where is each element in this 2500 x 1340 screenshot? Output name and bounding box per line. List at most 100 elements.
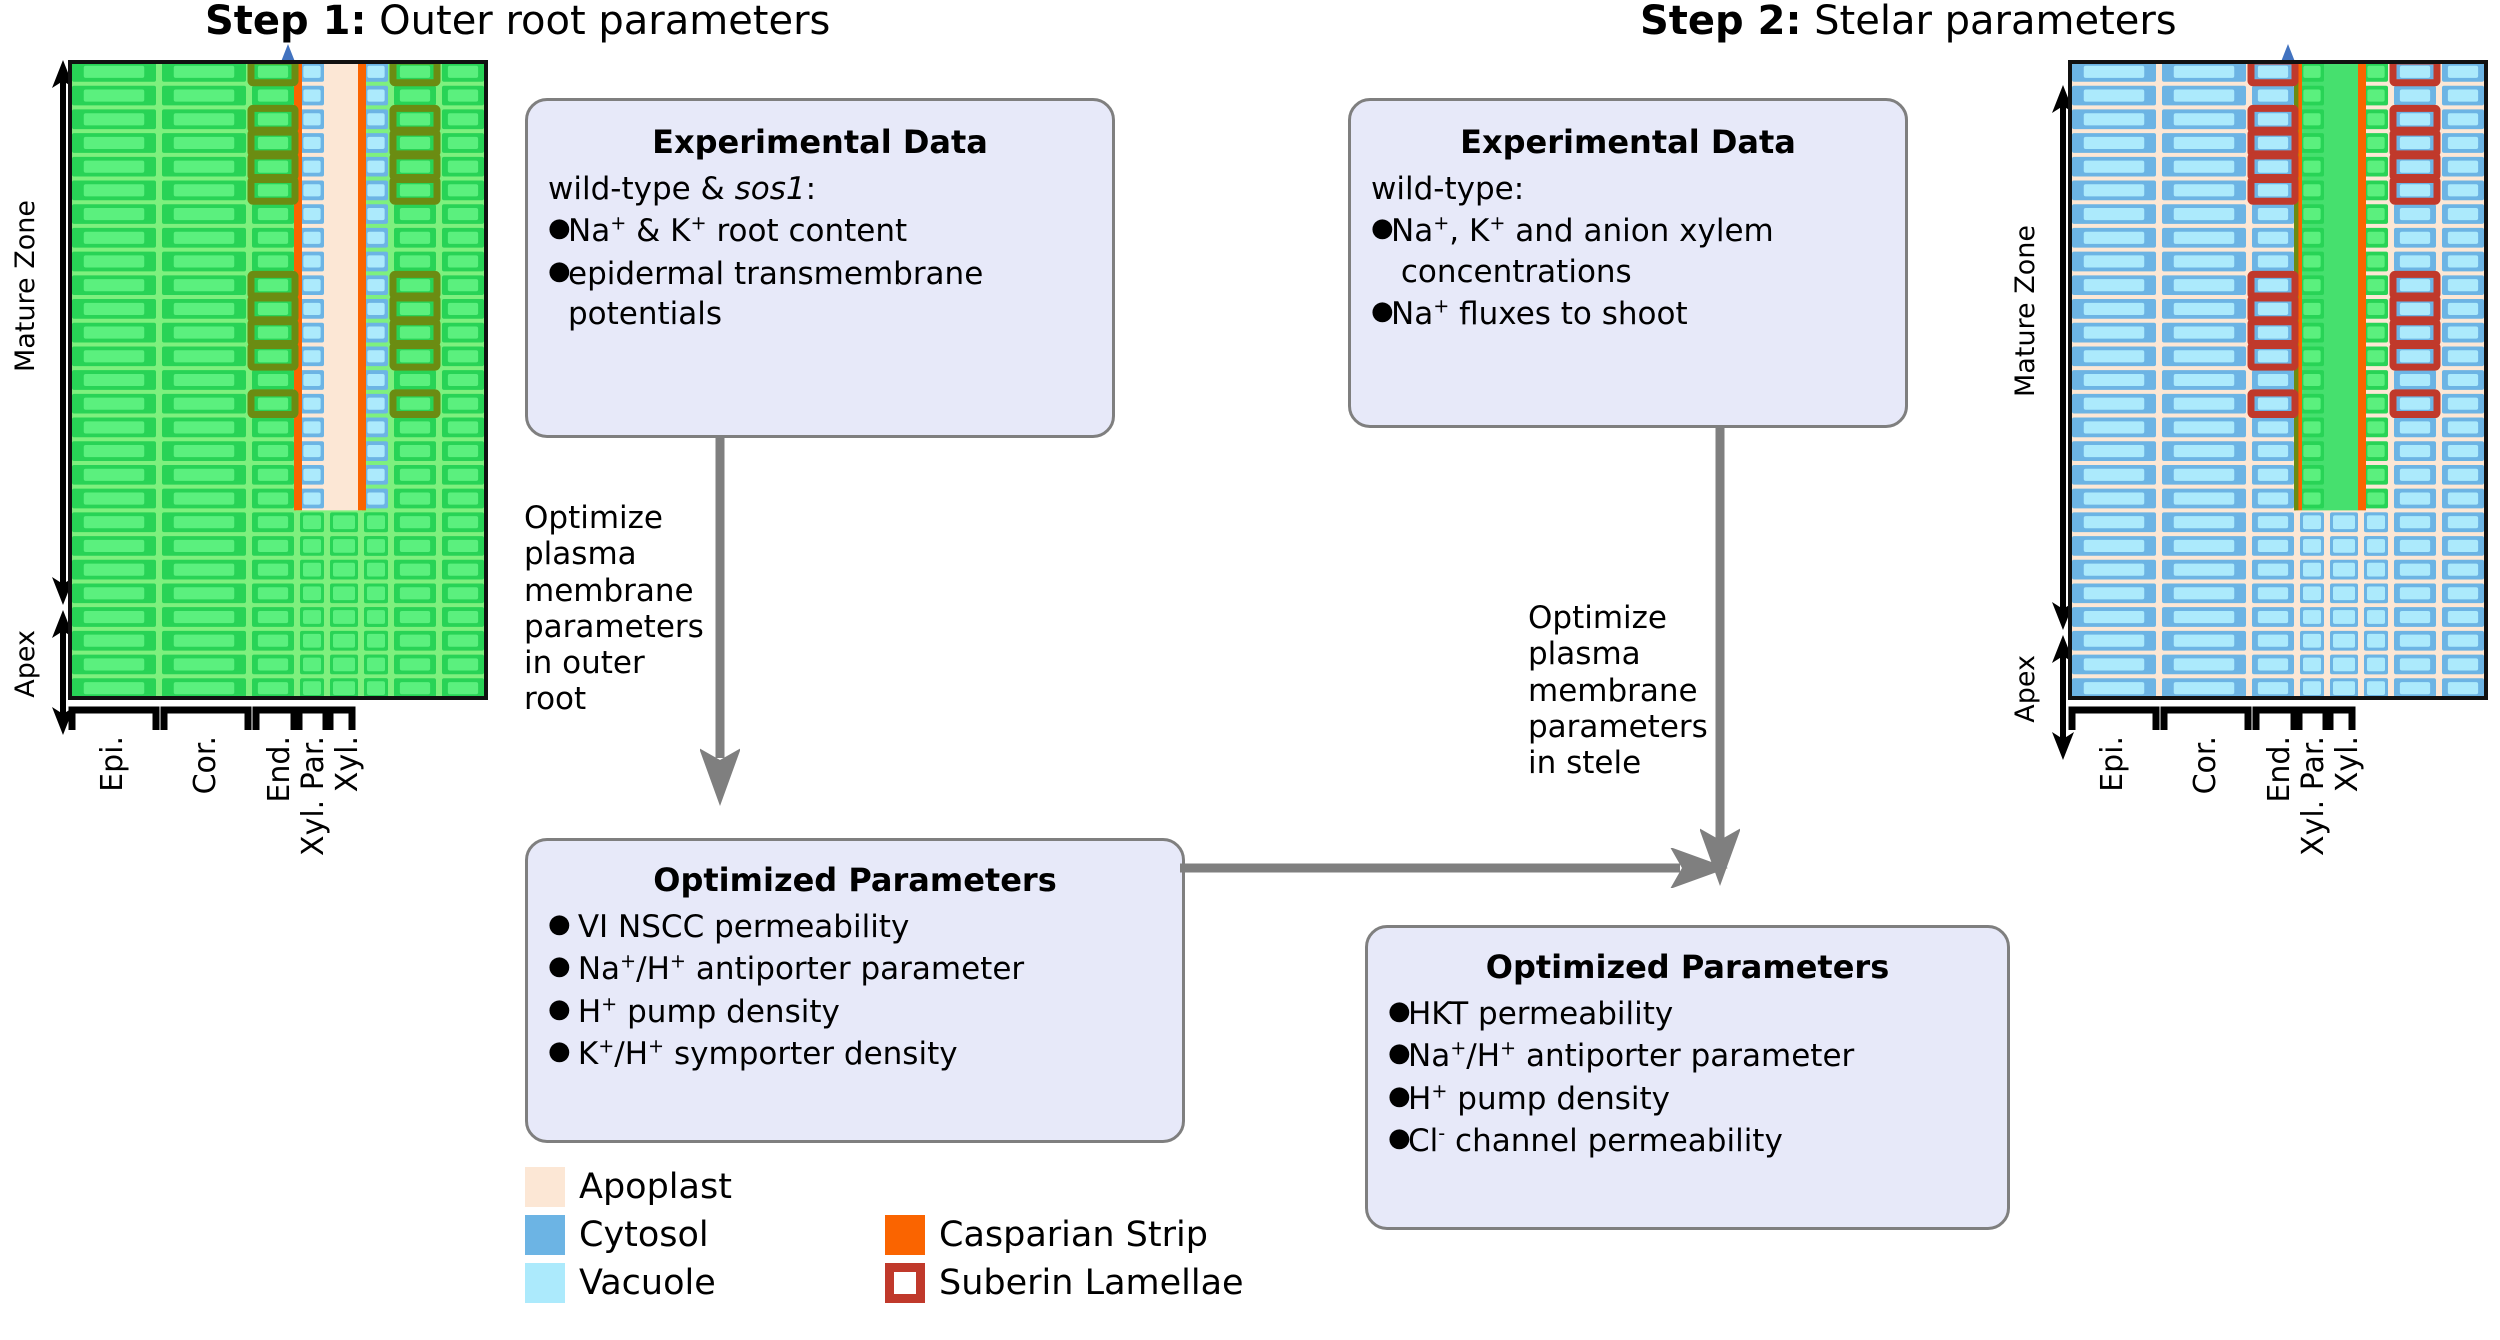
list-item: ● Na+/H+ antiporter parameter	[548, 949, 1162, 989]
legend-label: Vacuole	[579, 1262, 716, 1303]
legend-item-suberin-lamellae: Suberin Lamellae	[885, 1259, 1244, 1307]
list-item: ●HKT permeability	[1388, 994, 1987, 1034]
legend-column-left: Apoplast Cytosol Vacuole	[525, 1163, 732, 1307]
step1-experimental-title: Experimental Data	[652, 123, 988, 161]
step2-title-number: Step 2:	[1640, 0, 1802, 44]
bullet-text: Na+ & K+ root content	[568, 211, 908, 250]
step2-optimized-parameters-panel: Optimized Parameters ●HKT permeability ●…	[1365, 925, 2010, 1230]
step1-to-step2-connector-arrow	[1180, 848, 1728, 888]
right-label-cor: Cor.	[2188, 736, 2223, 795]
bullet-dot: ●	[1388, 996, 1411, 1026]
bullet-dot: ●	[1371, 213, 1394, 244]
right-label-xylpar: Xyl. Par.	[2296, 736, 2331, 856]
legend-label: Suberin Lamellae	[939, 1262, 1244, 1303]
legend-item-apoplast: Apoplast	[525, 1163, 732, 1211]
bullet-dot: ●	[548, 1035, 571, 1066]
left-root-diagram: Mature Zone Apex Epi. Cor. End. Xyl. Par…	[0, 44, 500, 1340]
step2-down-arrow	[1700, 428, 1740, 886]
step2-optimized-bullets: ●HKT permeability ●Na+/H+ antiporter par…	[1388, 994, 1987, 1161]
list-item: ●Na+/H+ antiporter parameter	[1388, 1036, 1987, 1076]
bullet-dot: ●	[1388, 1122, 1411, 1153]
bullet-dot: ●	[1371, 295, 1394, 326]
right-root-cells	[2068, 60, 2488, 700]
left-label-epi: Epi.	[95, 736, 130, 792]
step2-flow-label: Optimize plasma membrane parameters in s…	[1528, 600, 1708, 782]
step2-experimental-bullets: ●Na+, K+ and anion xylem concentrations …	[1371, 211, 1885, 334]
step1-experimental-data-panel: Experimental Data wild-type & sos1: ●Na+…	[525, 98, 1115, 438]
left-label-end: End.	[262, 736, 297, 803]
left-apex-label: Apex	[10, 630, 41, 698]
right-tissue-brackets	[2068, 706, 2356, 730]
step1-title: Step 1: Outer root parameters	[205, 0, 830, 44]
bullet-dot: ●	[548, 951, 571, 982]
lead-tail: :	[805, 171, 817, 207]
apoplast-swatch-icon	[525, 1167, 565, 1207]
step1-optimized-bullets: ● VI NSCC permeability ● Na+/H+ antiport…	[548, 907, 1162, 1074]
list-item: ●H+ pump density	[1388, 1079, 1987, 1119]
list-item: ●Na+ fluxes to shoot	[1371, 294, 1885, 334]
step2-optimized-title: Optimized Parameters	[1485, 948, 1890, 986]
lead-italic: sos1	[734, 171, 806, 207]
bullet-text: Na+ fluxes to shoot	[1391, 294, 1688, 332]
bullet-dot: ●	[1388, 1038, 1411, 1069]
list-item: ●Cl- channel permeability	[1388, 1121, 1987, 1161]
step1-experimental-bullets: ●Na+ & K+ root content ●epidermal transm…	[548, 211, 1092, 334]
bullet-text: H+ pump density	[1408, 1079, 1670, 1117]
right-label-xyl: Xyl.	[2330, 736, 2365, 793]
legend-item-casparian-strip: Casparian Strip	[885, 1211, 1244, 1259]
step1-optimized-parameters-panel: Optimized Parameters ● VI NSCC permeabil…	[525, 838, 1185, 1143]
bullet-text: Na+/H+ antiporter parameter	[568, 949, 1025, 988]
legend-label: Cytosol	[579, 1214, 709, 1255]
list-item: ●Na+, K+ and anion xylem concentrations	[1371, 211, 1885, 292]
bullet-dot: ●	[548, 213, 571, 244]
bullet-dot: ●	[548, 909, 571, 939]
bullet-text: Na+, K+ and anion xylem concentrations	[1391, 211, 1774, 290]
right-apex-label: Apex	[2010, 655, 2041, 723]
step1-flow-label: Optimize plasma membrane parameters in o…	[524, 500, 704, 718]
step1-title-text: Outer root parameters	[366, 0, 831, 44]
bullet-text: K+/H+ symporter density	[568, 1034, 958, 1072]
step2-experimental-lead: wild-type:	[1371, 171, 1525, 207]
step1-down-arrow	[700, 438, 740, 806]
left-label-xyl: Xyl.	[330, 736, 365, 793]
bullet-text: HKT permeability	[1408, 996, 1674, 1032]
left-mature-zone-label: Mature Zone	[10, 200, 41, 372]
right-label-epi: Epi.	[2095, 736, 2130, 792]
list-item: ● K+/H+ symporter density	[548, 1034, 1162, 1074]
legend-item-cytosol: Cytosol	[525, 1211, 732, 1259]
bullet-text: VI NSCC permeability	[568, 909, 910, 945]
left-tissue-brackets	[68, 706, 356, 730]
step1-optimized-title: Optimized Parameters	[653, 861, 1057, 899]
bullet-text: Na+/H+ antiporter parameter	[1408, 1036, 1855, 1075]
bullet-text: Cl- channel permeability	[1408, 1121, 1783, 1159]
left-label-cor: Cor.	[188, 736, 223, 795]
cytosol-swatch-icon	[525, 1215, 565, 1255]
suberin-lamellae-swatch-icon	[885, 1263, 925, 1303]
list-item: ● H+ pump density	[548, 992, 1162, 1032]
step2-experimental-title: Experimental Data	[1460, 123, 1796, 161]
legend-item-vacuole: Vacuole	[525, 1259, 732, 1307]
casparian-strip-swatch-icon	[885, 1215, 925, 1255]
list-item: ●Na+ & K+ root content	[548, 211, 1092, 251]
legend-label: Apoplast	[579, 1166, 732, 1207]
bullet-text: H+ pump density	[568, 992, 840, 1030]
step1-experimental-lead: wild-type & sos1:	[548, 169, 1092, 209]
lead-plain: wild-type &	[548, 171, 735, 207]
step2-experimental-data-panel: Experimental Data wild-type: ●Na+, K+ an…	[1348, 98, 1908, 428]
right-mature-zone-label: Mature Zone	[2010, 225, 2041, 397]
right-label-end: End.	[2262, 736, 2297, 803]
legend-column-right: Casparian Strip Suberin Lamellae	[885, 1211, 1244, 1307]
step2-title-text: Stelar parameters	[1801, 0, 2177, 44]
right-root-diagram: Mature Zone Apex Epi. Cor. End. Xyl. Par…	[1990, 44, 2500, 1340]
list-item: ● VI NSCC permeability	[548, 907, 1162, 947]
legend-label: Casparian Strip	[939, 1214, 1208, 1255]
left-root-cells	[68, 60, 488, 700]
left-label-xylpar: Xyl. Par.	[296, 736, 331, 856]
step2-title: Step 2: Stelar parameters	[1640, 0, 2177, 44]
bullet-dot: ●	[548, 993, 571, 1024]
bullet-dot: ●	[548, 255, 571, 286]
vacuole-swatch-icon	[525, 1263, 565, 1303]
step1-title-number: Step 1:	[205, 0, 367, 44]
